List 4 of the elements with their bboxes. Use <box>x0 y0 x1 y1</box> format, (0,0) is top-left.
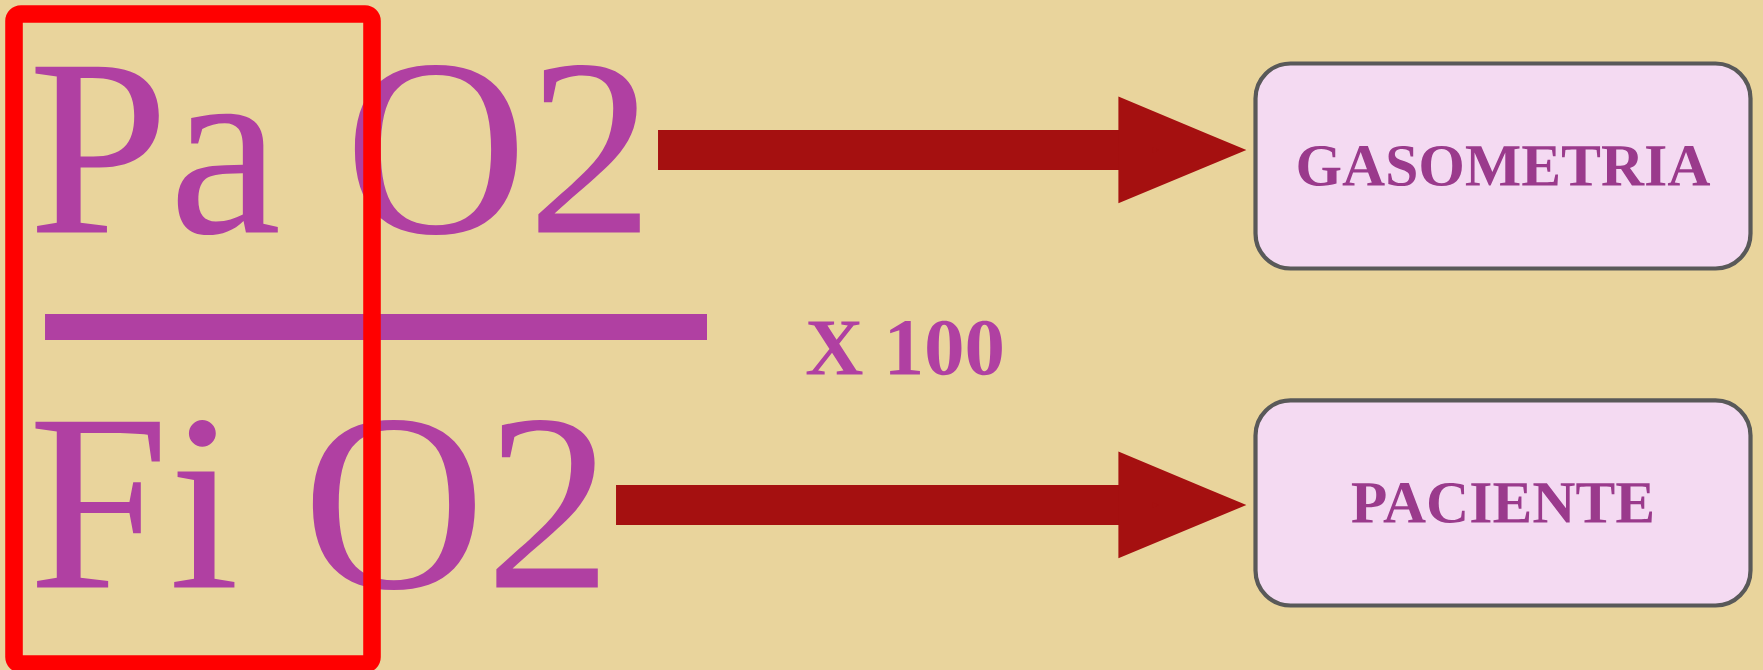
rounded-box: PACIENTE <box>1253 398 1753 608</box>
rounded-box: GASOMETRIA <box>1253 61 1753 271</box>
multiplier-text: X 100 <box>806 320 1002 376</box>
fraction-bar <box>45 314 707 340</box>
